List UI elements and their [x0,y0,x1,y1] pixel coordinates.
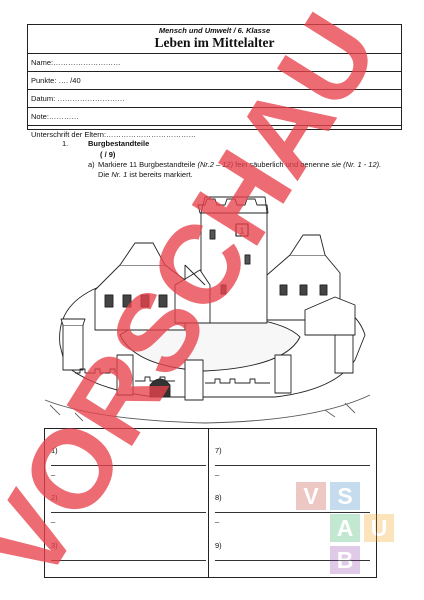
logo-letter: V [296,482,326,510]
answer-table: 1) _ 2) _ 3) 7) _ 8) _ 9) [44,428,377,578]
parent-signature-field[interactable]: Unterschrift der Eltern:……………………………… [31,130,197,139]
logo-letter: S [330,482,360,510]
task-number: 1. [62,139,69,148]
grade-field[interactable]: Note:………… [28,108,401,126]
task-points: ( / 9) [100,150,116,159]
answer-line[interactable] [51,512,206,513]
subject-line: Mensch und Umwelt / 6. Klasse [158,26,271,35]
instr-part: ist bereits markiert. [127,170,193,179]
instr-part: sie (Nr. 1 - 12). [331,160,382,169]
answer-label: 9) [215,541,222,550]
answer-label: 3) [51,541,58,550]
column-divider [208,429,209,577]
task-instruction: Markiere 11 Burgbestandteile (Nr.2 – 12)… [98,160,388,180]
header-box: Mensch und Umwelt / 6. Klasse Leben im M… [27,24,402,139]
instr-part: Nr. 1 [111,170,128,179]
answer-dash: _ [51,514,56,523]
answer-line[interactable] [215,512,370,513]
answer-dash: _ [215,514,220,523]
page-title: Leben im Mittelalter [28,35,401,54]
date-field[interactable]: Datum: ……………………… [28,90,401,108]
answer-label: 2) [51,493,58,502]
castle-illustration[interactable]: 1 [35,185,375,430]
subtask-label: a) [88,160,95,169]
answer-line[interactable] [215,560,370,561]
instr-part: (Nr.2 – 12) [197,160,234,169]
logo-letter: A [330,514,360,542]
points-field[interactable]: Punkte: …. /40 [28,72,401,90]
answer-label: 8) [215,493,222,502]
instr-part: fein säuberlich und benenne [233,160,332,169]
answer-line[interactable] [51,560,206,561]
castle-marker-1: 1 [240,227,245,236]
answer-label: 7) [215,446,222,455]
answer-line[interactable] [215,465,370,466]
answer-line[interactable] [51,465,206,466]
logo-watermark: V S A U B [296,482,396,578]
name-field[interactable]: Name:……………………… [28,54,401,72]
answer-label: 1) [51,446,58,455]
logo-letter: U [364,514,394,542]
task-heading: Burgbestandteile [88,139,150,148]
instr-part: Markiere 11 Burgbestandteile [98,160,198,169]
answer-dash: _ [215,467,220,476]
answer-dash: _ [51,467,56,476]
instr-part: Die [98,170,112,179]
logo-letter: B [330,546,360,574]
